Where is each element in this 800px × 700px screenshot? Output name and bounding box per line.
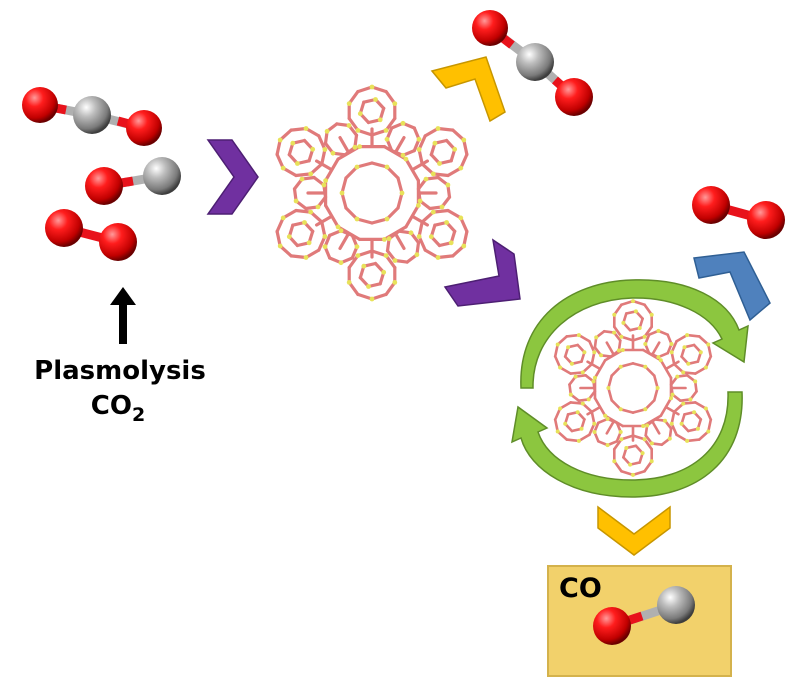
o2-molecule-source xyxy=(45,209,137,261)
co2-molecule-released xyxy=(472,10,593,116)
co-molecule-source xyxy=(85,157,181,205)
co2-molecule-source xyxy=(22,87,162,146)
zeolite-framework-cycle xyxy=(553,299,713,477)
product-box: CO xyxy=(547,565,732,677)
product-label: CO xyxy=(559,573,602,604)
input-chevron-icon xyxy=(206,139,259,215)
co2-out-chevron-icon xyxy=(430,56,506,123)
up-arrow-icon xyxy=(110,287,136,344)
transfer-chevron-icon xyxy=(443,238,521,307)
zeolite-framework-main xyxy=(275,84,469,302)
o2-molecule-released xyxy=(692,186,785,239)
source-label-line1: Plasmolysis xyxy=(34,356,206,386)
cycle-arrows-icon xyxy=(511,279,749,498)
source-label-line2: CO2 xyxy=(91,391,145,426)
co-molecule-product xyxy=(593,586,695,645)
o2-out-chevron-icon xyxy=(693,251,771,322)
co-out-chevron-icon xyxy=(597,505,671,556)
